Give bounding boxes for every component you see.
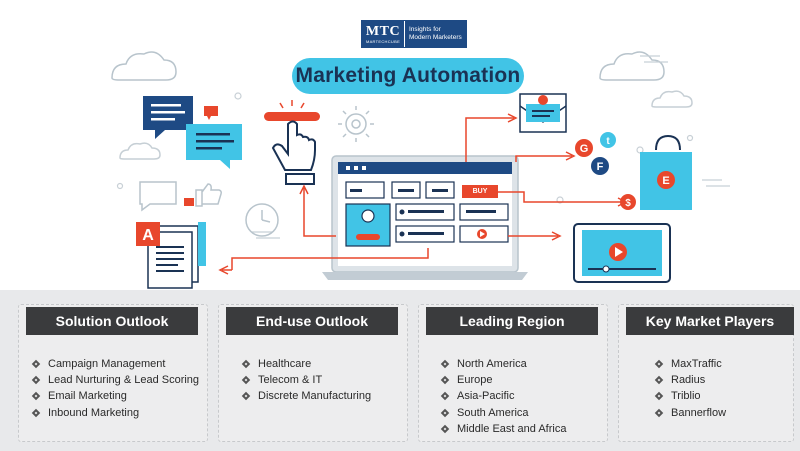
- google-icon: G: [580, 143, 589, 155]
- laptop-icon: [322, 155, 528, 280]
- buy-button: BUY: [462, 185, 498, 198]
- list-item: Email Marketing: [31, 388, 199, 404]
- page-title-pill: Marketing Automation: [292, 58, 524, 94]
- logo-tagline: Insights for Modern Marketers: [404, 21, 466, 47]
- logo-mark-text: MTC: [365, 23, 401, 39]
- list-item: Healthcare: [241, 356, 371, 372]
- gear-icon: [338, 106, 374, 142]
- list-item: Radius: [654, 372, 726, 388]
- social-icons: G t F: [575, 132, 616, 175]
- section-list-solution: Campaign Management Lead Nurturing & Lea…: [31, 356, 199, 421]
- thumbs-up-icon: [139, 181, 222, 212]
- coin-icon: $: [620, 194, 636, 210]
- logo-tagline-line-2: Modern Marketers: [409, 34, 462, 41]
- list-item: Triblio: [654, 388, 726, 404]
- logo-mark: MTC MARTECHCUBE: [362, 21, 404, 47]
- document-icon: A: [136, 222, 206, 289]
- list-item: North America: [440, 356, 566, 372]
- list-item: Asia-Pacific: [440, 388, 566, 404]
- clock-icon: [245, 203, 279, 237]
- list-item: Lead Nurturing & Lead Scoring: [31, 372, 199, 388]
- section-list-end-use: Healthcare Telecom & IT Discrete Manufac…: [241, 356, 371, 405]
- list-item: Campaign Management: [31, 356, 199, 372]
- list-item: South America: [440, 405, 566, 421]
- cloud-icon: [119, 142, 161, 160]
- section-heading-end-use: End-use Outlook: [226, 307, 398, 335]
- hero-illustration: A G t F E $: [111, 20, 730, 289]
- list-item: Discrete Manufacturing: [241, 388, 371, 404]
- logo-tagline-line-1: Insights for: [409, 26, 441, 33]
- chat-bubble-icon: [143, 96, 242, 169]
- section-list-region: North America Europe Asia-Pacific South …: [440, 356, 566, 437]
- connector-arrows: [218, 113, 628, 275]
- list-item: Bannerflow: [654, 405, 726, 421]
- shopping-bag-icon: E: [640, 134, 692, 210]
- pointer-hand-icon: [264, 100, 320, 185]
- logo-mark-subtext: MARTECHCUBE: [365, 38, 401, 44]
- cloud-icon: [599, 51, 665, 81]
- list-item: MaxTraffic: [654, 356, 726, 372]
- facebook-icon: F: [597, 161, 604, 173]
- email-icon: [519, 93, 567, 133]
- section-heading-solution: Solution Outlook: [26, 307, 198, 335]
- section-list-players: MaxTraffic Radius Triblio Bannerflow: [654, 356, 726, 421]
- notification-icon: [184, 198, 194, 206]
- video-player-icon: [573, 223, 671, 283]
- bag-letter: E: [662, 175, 669, 187]
- list-item: Europe: [440, 372, 566, 388]
- brand-logo: MTC MARTECHCUBE Insights for Modern Mark…: [361, 20, 467, 48]
- doc-letter: A: [142, 227, 154, 244]
- cloud-icon: [111, 51, 177, 81]
- list-item: Middle East and Africa: [440, 421, 566, 437]
- section-heading-players: Key Market Players: [626, 307, 794, 335]
- page-title: Marketing Automation: [295, 64, 521, 87]
- section-heading-region: Leading Region: [426, 307, 598, 335]
- svg-text:$: $: [625, 198, 631, 209]
- cloud-icon: [651, 90, 693, 108]
- list-item: Telecom & IT: [241, 372, 371, 388]
- list-item: Inbound Marketing: [31, 405, 199, 421]
- twitter-icon: t: [606, 136, 610, 147]
